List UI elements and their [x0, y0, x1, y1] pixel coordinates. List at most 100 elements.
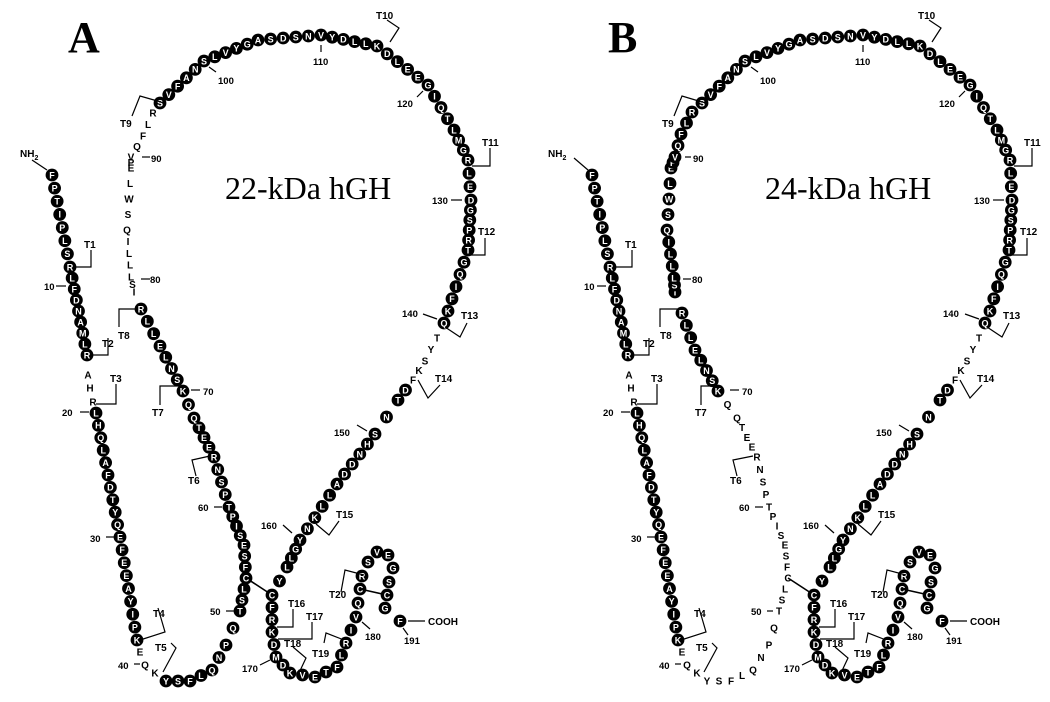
- svg-text:F: F: [939, 616, 945, 626]
- residue-172: K: [825, 666, 839, 680]
- svg-text:M: M: [998, 135, 1006, 145]
- svg-text:A: A: [666, 584, 673, 594]
- residue-94: R: [149, 108, 157, 119]
- svg-text:S: S: [671, 280, 677, 290]
- residue-57: S: [778, 531, 785, 542]
- svg-text:I: I: [667, 237, 670, 247]
- svg-text:G: G: [835, 544, 842, 554]
- residue-24: A: [99, 456, 112, 469]
- residue-4: I: [53, 208, 67, 221]
- svg-text:S: S: [742, 56, 748, 66]
- svg-text:I: I: [127, 237, 130, 248]
- residue-191: F: [935, 614, 949, 628]
- residue-30: E: [654, 530, 668, 544]
- svg-text:V: V: [299, 670, 305, 680]
- svg-text:L: L: [145, 317, 151, 327]
- position-label: 100: [760, 76, 776, 87]
- svg-text:R: R: [885, 638, 892, 648]
- svg-text:V: V: [916, 547, 922, 557]
- residue-41: K: [151, 668, 159, 679]
- svg-text:P: P: [59, 223, 65, 233]
- svg-text:R: R: [67, 262, 74, 272]
- tryptic-peptide-label: T18: [826, 639, 844, 650]
- tryptic-peptide-label: T17: [848, 612, 866, 623]
- residue-88: E: [128, 163, 135, 174]
- residue-152: N: [895, 447, 909, 461]
- svg-text:L: L: [634, 408, 640, 418]
- svg-text:L: L: [832, 553, 838, 563]
- residue-18: H: [627, 383, 634, 394]
- svg-text:I: I: [996, 282, 999, 292]
- svg-text:R: R: [343, 638, 350, 648]
- position-label: 60: [739, 503, 750, 514]
- svg-text:S: S: [268, 34, 274, 44]
- svg-text:K: K: [312, 513, 319, 523]
- svg-text:R: R: [465, 235, 472, 245]
- svg-text:S: S: [365, 557, 371, 567]
- residue-8: R: [63, 260, 77, 274]
- svg-text:R: R: [1006, 235, 1013, 245]
- svg-text:I: I: [455, 282, 458, 292]
- residue-98: A: [721, 71, 735, 85]
- residue-111: Y: [325, 30, 339, 44]
- tryptic-peptide-label: T19: [854, 649, 872, 660]
- svg-text:K: K: [829, 668, 836, 678]
- residue-49: Q: [770, 623, 778, 634]
- position-label: 191: [404, 636, 421, 647]
- svg-text:Q: Q: [998, 270, 1005, 280]
- svg-text:P: P: [466, 225, 472, 235]
- position-label: 20: [62, 408, 73, 419]
- svg-text:A: A: [725, 73, 732, 83]
- svg-text:E: E: [854, 672, 860, 682]
- svg-text:L: L: [623, 339, 629, 349]
- svg-text:L: L: [363, 39, 369, 49]
- position-label: 140: [402, 309, 418, 320]
- residue-50: T: [233, 604, 247, 618]
- residue-110: V: [856, 28, 870, 42]
- residue-175: T: [319, 665, 333, 679]
- residue-135: T: [461, 243, 475, 257]
- residue-1: F: [585, 168, 599, 182]
- svg-text:Y: Y: [276, 576, 282, 586]
- svg-text:Y: Y: [871, 33, 877, 43]
- residue-147: D: [941, 383, 954, 397]
- svg-text:L: L: [241, 584, 247, 594]
- svg-text:Q: Q: [655, 520, 662, 530]
- svg-text:L: L: [753, 52, 759, 62]
- position-label: 110: [313, 57, 328, 68]
- residue-61: P: [218, 488, 232, 501]
- svg-text:F: F: [334, 662, 340, 672]
- residue-166: F: [265, 600, 279, 614]
- svg-text:C: C: [243, 573, 250, 583]
- residue-39: E: [679, 647, 686, 658]
- svg-text:L: L: [671, 273, 677, 283]
- residue-31: F: [656, 543, 670, 557]
- svg-text:C: C: [784, 573, 791, 584]
- residue-151: H: [903, 437, 916, 451]
- residue-41: K: [693, 668, 701, 679]
- residue-122: Q: [977, 101, 990, 114]
- svg-text:Y: Y: [669, 597, 675, 607]
- residue-163: L: [823, 560, 837, 574]
- residue-100: S: [197, 54, 211, 68]
- residue-chain-diagram-b: NH2COOHFPTIPLSRLFDNAMLRAHRLHQLAFDTYQEFEE…: [548, 11, 1041, 687]
- svg-text:F: F: [49, 170, 55, 180]
- position-label: 160: [261, 521, 277, 532]
- residue-177: L: [877, 648, 890, 662]
- tryptic-peptide-label: T3: [651, 374, 663, 385]
- residue-18: H: [86, 383, 93, 394]
- svg-text:E: E: [1008, 182, 1014, 192]
- svg-text:L: L: [870, 491, 876, 501]
- svg-text:A: A: [625, 370, 632, 381]
- svg-text:Q: Q: [437, 103, 444, 113]
- position-label: 40: [659, 661, 670, 672]
- residue-169: D: [809, 638, 823, 651]
- residue-86: W: [662, 192, 676, 206]
- svg-text:G: G: [424, 80, 431, 90]
- svg-text:R: R: [138, 304, 145, 314]
- residue-179: I: [886, 623, 900, 637]
- svg-text:S: S: [386, 577, 392, 587]
- svg-text:D: D: [73, 295, 80, 305]
- svg-text:I: I: [58, 210, 61, 220]
- svg-text:R: R: [630, 397, 638, 408]
